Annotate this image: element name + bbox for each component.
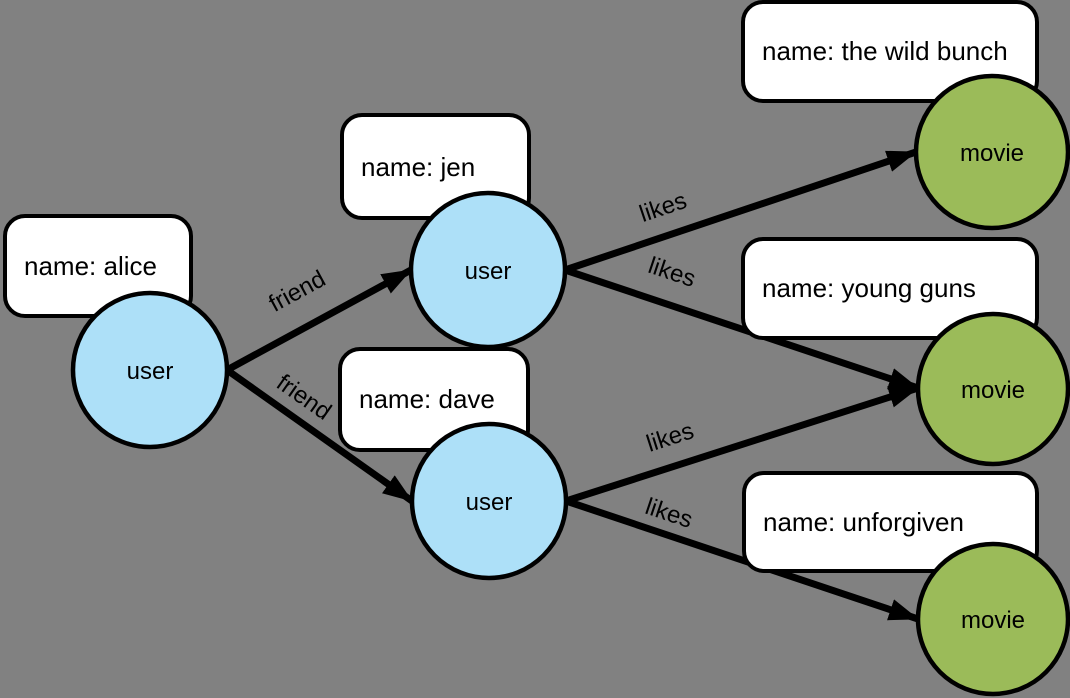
edge-alice-dave-friend	[224, 367, 415, 504]
node-label-wild-bunch: movie	[960, 140, 1024, 167]
property-boxes-layer: name: alice name: jen name: dave name: t…	[3, 0, 1039, 573]
nodes-layer: user user user movie movie movie	[70, 73, 1070, 697]
node-user-jen	[408, 190, 568, 350]
property-box-wild-bunch	[741, 0, 1039, 103]
edge-dave-young-guns-likes	[564, 384, 920, 505]
node-movie-young-guns	[915, 311, 1070, 467]
node-movie-unforgiven	[915, 541, 1070, 697]
edge-jen-young-guns-likes	[563, 266, 920, 392]
node-user-dave	[409, 421, 569, 581]
node-label-young-guns: movie	[961, 377, 1025, 404]
node-movie-wild-bunch	[913, 73, 1070, 231]
property-text-wild-bunch: name: the wild bunch	[762, 36, 1008, 66]
node-user-alice	[70, 290, 230, 450]
node-label-jen: user	[465, 258, 512, 285]
node-label-unforgiven: movie	[961, 607, 1025, 634]
property-box-young-guns	[741, 237, 1039, 340]
property-text-jen: name: jen	[361, 152, 475, 182]
property-text-dave: name: dave	[359, 384, 495, 414]
node-label-dave: user	[466, 489, 513, 516]
property-text-alice: name: alice	[24, 251, 157, 281]
edge-dave-unforgiven-likes	[564, 497, 920, 623]
edge-alice-jen-friend	[225, 266, 413, 374]
property-text-unforgiven: name: unforgiven	[763, 507, 964, 537]
property-text-young-guns: name: young guns	[762, 273, 976, 303]
edge-jen-wild-bunch-likes	[563, 148, 918, 274]
node-label-alice: user	[127, 358, 174, 385]
property-box-unforgiven	[742, 471, 1039, 573]
